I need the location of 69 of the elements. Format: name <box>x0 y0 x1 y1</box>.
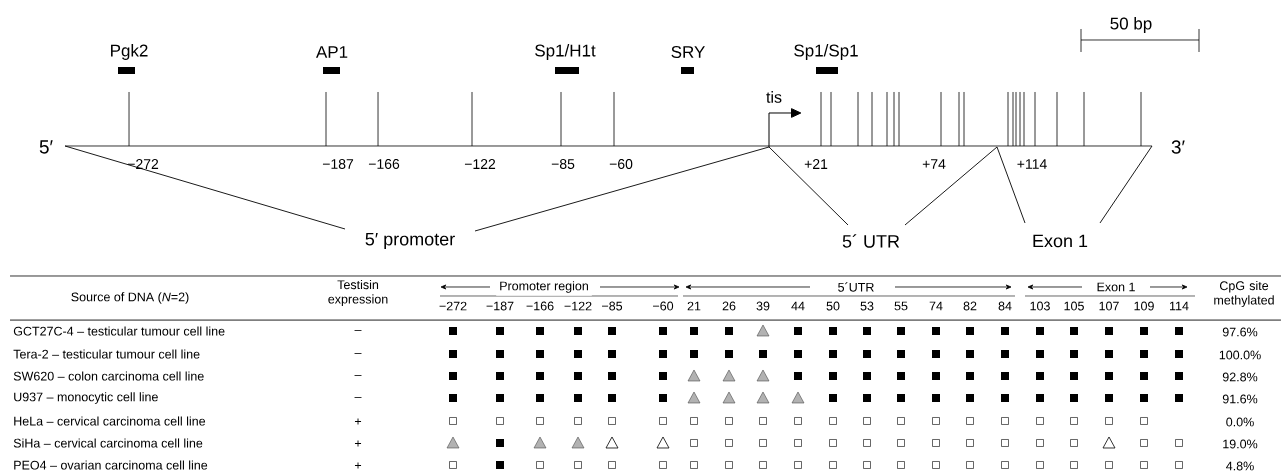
motif-label: AP1 <box>316 46 348 58</box>
motif-label: Pgk2 <box>111 44 148 60</box>
position-label: −272 <box>127 159 159 169</box>
position-header: 103 <box>1030 301 1050 311</box>
column-header: CpG site methylated <box>1214 280 1274 307</box>
position-header: 26 <box>722 301 736 311</box>
position-header: −187 <box>486 301 514 311</box>
position-header: 53 <box>860 301 874 311</box>
column-header: Testisin expression <box>328 279 388 306</box>
methylation-percent: 4.8% <box>1226 461 1254 471</box>
methylation-percent: 100.0% <box>1219 350 1261 360</box>
methylation-percent: 0.0% <box>1226 417 1254 427</box>
column-header: Promoter region <box>496 278 592 296</box>
column-header: Exon 1 <box>1093 279 1139 295</box>
position-header: 55 <box>894 301 908 311</box>
cell-line-name: GCT27C-4 – testicular tumour cell line <box>13 326 225 336</box>
position-header: −166 <box>526 301 554 311</box>
position-label: +114 <box>1017 159 1047 169</box>
methylation-percent: 91.6% <box>1222 394 1258 404</box>
motif-label: SRY <box>671 46 705 58</box>
tis-label: tis <box>766 91 782 103</box>
position-header: 39 <box>756 301 770 311</box>
column-header: Source of DNA (N=2) <box>71 292 189 304</box>
position-header: 44 <box>791 301 805 311</box>
position-label: +21 <box>804 159 828 169</box>
motif-label: Sp1/H1t <box>535 44 596 60</box>
position-header: −272 <box>439 301 467 311</box>
position-header: 105 <box>1064 301 1084 311</box>
cell-line-name: SW620 – colon carcinoma cell line <box>13 371 204 381</box>
scale-label: 50 bp <box>1110 17 1152 33</box>
position-header: 74 <box>929 301 943 311</box>
methylation-percent: 19.0% <box>1223 439 1258 449</box>
methylation-percent: 97.6% <box>1222 327 1258 337</box>
expression-value: – <box>354 397 362 399</box>
motif-label: Sp1/Sp1 <box>794 44 858 60</box>
position-header: 109 <box>1134 301 1154 311</box>
position-label: −85 <box>551 159 575 169</box>
position-header: 114 <box>1170 301 1189 311</box>
column-header: 5´UTR <box>834 279 878 295</box>
expression-value: + <box>355 418 362 425</box>
end-label: 3′ <box>1171 140 1185 154</box>
region-label: 5´ UTR <box>842 234 900 248</box>
region-label: Exon 1 <box>1033 234 1088 248</box>
position-label: −60 <box>609 159 633 169</box>
cell-line-name: U937 – monocytic cell line <box>14 392 158 404</box>
expression-value: + <box>355 462 362 469</box>
position-header: −122 <box>564 301 592 311</box>
end-label: 5′ <box>39 140 53 154</box>
position-label: −122 <box>464 159 496 169</box>
methylation-percent: 92.8% <box>1222 372 1258 382</box>
position-label: +74 <box>922 159 946 169</box>
position-label: −187 <box>322 159 354 169</box>
position-header: 107 <box>1099 301 1119 311</box>
position-header: 82 <box>963 301 977 311</box>
position-header: 50 <box>826 301 840 311</box>
position-header: 21 <box>687 301 701 311</box>
position-header: −60 <box>653 301 674 311</box>
cell-line-name: Tera-2 – testicular tumour cell line <box>13 349 200 359</box>
region-label: 5′ promoter <box>365 232 455 250</box>
expression-value: – <box>354 330 362 332</box>
expression-value: – <box>354 375 362 377</box>
cell-line-name: SiHa – cervical carcinoma cell line <box>13 438 203 448</box>
position-header: 84 <box>998 301 1012 311</box>
position-label: −166 <box>368 159 400 169</box>
expression-value: + <box>355 440 362 447</box>
cell-line-name: PEO4 – ovarian carcinoma cell line <box>14 460 208 470</box>
position-header: −85 <box>602 301 623 311</box>
cell-line-name: HeLa – cervical carcinoma cell line <box>14 416 206 426</box>
expression-value: – <box>354 353 362 355</box>
